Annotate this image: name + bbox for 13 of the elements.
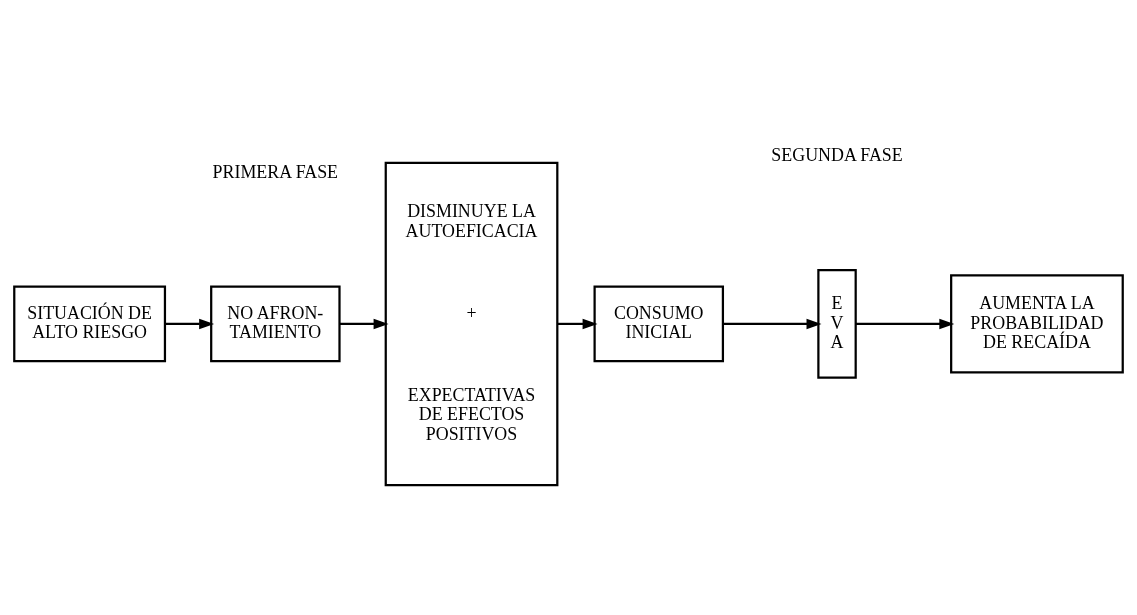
arrow [165, 318, 215, 330]
node-box: DISMINUYE LA AUTOEFICACIA + EXPECTATIVAS DE EFECTOS POSITIVOS [384, 161, 559, 487]
arrow [339, 318, 389, 330]
node-box: CONSUMO INICIAL [593, 285, 725, 363]
label: SEGUNDA FASE [771, 145, 903, 166]
arrow [723, 318, 822, 330]
label: PRIMERA FASE [212, 161, 339, 182]
node-box: AUMENTA LA PROBABILIDAD DE RECAÍDA [950, 274, 1124, 374]
arrow [856, 318, 955, 330]
arrow [557, 318, 598, 330]
node-box: E V A [817, 269, 857, 379]
node-box: NO AFRON- TAMIENTO [210, 285, 341, 363]
node-box: SITUACIÓN DE ALTO RIESGO [13, 285, 167, 363]
